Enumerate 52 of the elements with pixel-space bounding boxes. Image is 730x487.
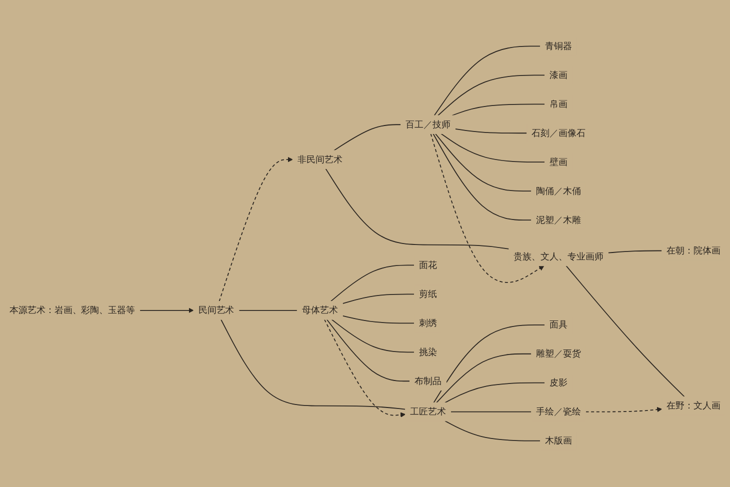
connector [450, 411, 532, 412]
connector [342, 315, 415, 324]
connector [434, 46, 541, 116]
node-text: 在野：文人画 [666, 400, 720, 412]
node-text: 皮影 [550, 377, 568, 388]
connector [220, 319, 406, 410]
arrow [585, 406, 662, 412]
connector [325, 168, 510, 250]
node-text: 非民间艺术 [297, 154, 342, 165]
node-text: 面具 [550, 319, 568, 330]
node-text: 贵族、文人、专业画师 [514, 251, 604, 262]
node-text: 壁画 [550, 156, 568, 168]
node-text: 陶俑／木俑 [536, 186, 581, 196]
node-text: 工匠艺术 [410, 406, 446, 418]
connector [334, 124, 402, 151]
node-text: 刺绣 [419, 318, 437, 328]
connector [238, 310, 298, 311]
connector [608, 250, 662, 254]
node-text: 民间艺术 [198, 304, 234, 316]
node-text: 雕塑／耍货 [536, 348, 581, 360]
arrow [430, 133, 544, 283]
node-text: 剪纸 [419, 288, 437, 300]
connector [432, 133, 532, 220]
node-text: 面花 [419, 260, 437, 270]
arrow [218, 156, 293, 302]
node-text: 石刻／画像石 [532, 128, 586, 138]
node-text: 木版画 [545, 435, 572, 446]
node-text: 帛画 [550, 98, 568, 110]
connector [444, 420, 541, 442]
connector [342, 294, 415, 304]
connector [331, 319, 415, 353]
connector [434, 133, 532, 192]
connector [330, 264, 415, 302]
arrow [324, 319, 406, 418]
connector [444, 382, 546, 404]
node-text: 在朝：院体画 [666, 245, 720, 256]
node-text: 挑染 [419, 346, 437, 358]
node-text: 泥塑／木雕 [536, 214, 581, 226]
node-text: 本源艺术：岩画、彩陶、玉器等 [10, 304, 136, 316]
connector [454, 128, 528, 134]
connector [566, 265, 685, 398]
connector [438, 74, 546, 116]
node-text: 漆画 [550, 70, 568, 80]
node-text: 母体艺术 [302, 304, 338, 316]
connector [433, 324, 546, 404]
connector [452, 104, 546, 116]
connector [326, 319, 410, 382]
connector [440, 133, 546, 163]
node-text: 手绘／瓷绘 [536, 406, 581, 418]
arrow [139, 308, 194, 314]
node-text: 青铜器 [545, 40, 572, 52]
connector [436, 353, 532, 404]
